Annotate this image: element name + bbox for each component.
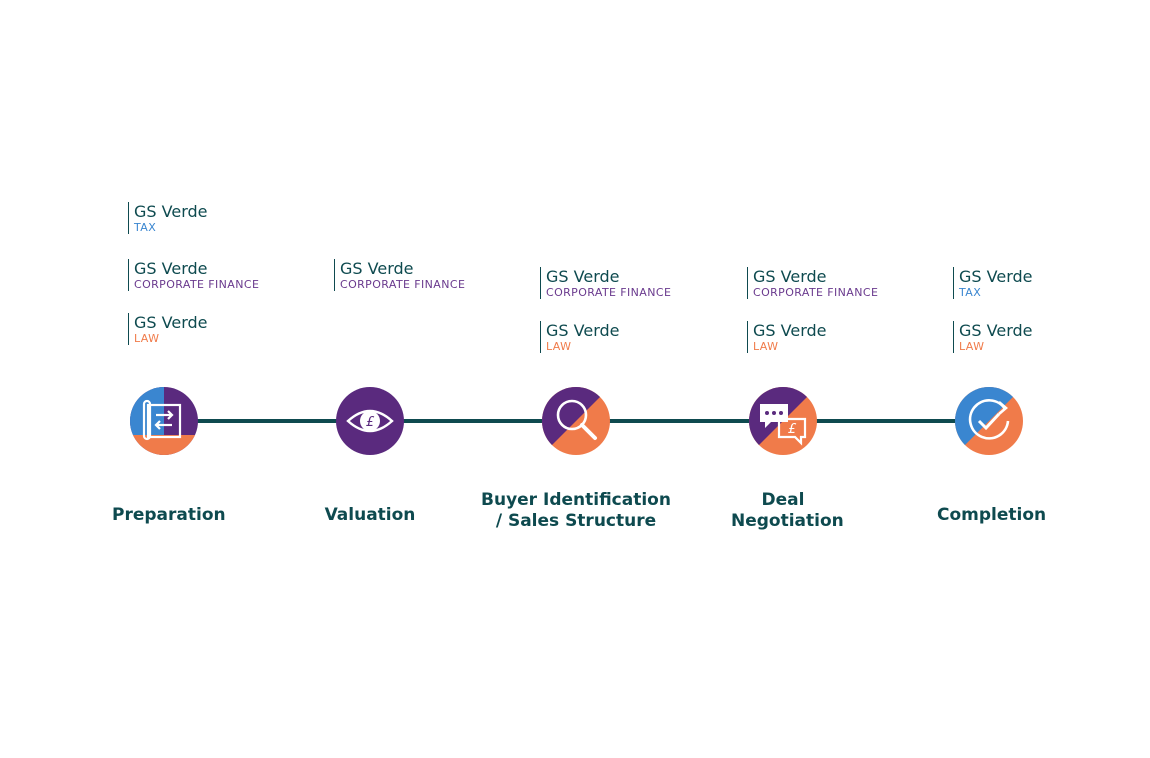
stage-label: Deal Negotiation bbox=[731, 490, 844, 532]
tag-division: CORPORATE FINANCE bbox=[753, 286, 879, 299]
svg-text:£: £ bbox=[788, 422, 797, 437]
stage-valuation: GS Verde CORPORATE FINANCE £ Valuation bbox=[318, 0, 538, 758]
stage-label: Preparation bbox=[112, 505, 226, 526]
stage-deal-negotiation: GS Verde CORPORATE FINANCE GS Verde LAW … bbox=[731, 0, 951, 758]
stage-label: Buyer Identification / Sales Structure bbox=[466, 490, 686, 532]
stage-label-line: Preparation bbox=[112, 505, 226, 525]
stage-preparation: GS Verde TAX GS Verde CORPORATE FINANCE … bbox=[112, 0, 332, 758]
tag-brand: GS Verde bbox=[340, 259, 414, 278]
chat-pound-icon: £ bbox=[749, 387, 817, 455]
tag-division: LAW bbox=[134, 332, 160, 345]
service-tag: GS Verde CORPORATE FINANCE bbox=[128, 259, 259, 291]
stage-label: Completion bbox=[937, 505, 1046, 526]
tag-division: LAW bbox=[753, 340, 779, 353]
stage-completion: GS Verde TAX GS Verde LAW Completion bbox=[937, 0, 1150, 758]
stage-label-line: Deal bbox=[761, 490, 805, 510]
service-tag: GS Verde LAW bbox=[540, 321, 619, 353]
tag-division: CORPORATE FINANCE bbox=[134, 278, 260, 291]
plan-transfer-icon bbox=[130, 387, 198, 455]
service-tag: GS Verde CORPORATE FINANCE bbox=[540, 267, 671, 299]
stage-label-line: / Sales Structure bbox=[495, 511, 657, 531]
service-tag: GS Verde LAW bbox=[747, 321, 826, 353]
stage-label: Valuation bbox=[318, 505, 422, 526]
service-tag: GS Verde LAW bbox=[128, 313, 207, 345]
tag-brand: GS Verde bbox=[134, 259, 208, 278]
stage-label-line: Negotiation bbox=[731, 511, 844, 531]
service-tag: GS Verde LAW bbox=[953, 321, 1032, 353]
tag-brand: GS Verde bbox=[753, 267, 827, 286]
svg-text:£: £ bbox=[366, 415, 375, 430]
stage-label-line: Valuation bbox=[324, 505, 416, 525]
eye-pound-icon: £ bbox=[336, 387, 404, 455]
service-tag: GS Verde TAX bbox=[953, 267, 1032, 299]
tag-brand: GS Verde bbox=[546, 321, 620, 340]
tag-brand: GS Verde bbox=[753, 321, 827, 340]
check-cycle-icon bbox=[955, 387, 1023, 455]
stage-buyer-identification: GS Verde CORPORATE FINANCE GS Verde LAW … bbox=[481, 0, 744, 758]
stage-label-line: Buyer Identification bbox=[481, 490, 671, 510]
tag-brand: GS Verde bbox=[959, 267, 1033, 286]
tag-brand: GS Verde bbox=[546, 267, 620, 286]
tag-brand: GS Verde bbox=[134, 313, 208, 332]
stage-label-line: Completion bbox=[937, 505, 1047, 525]
tag-division: CORPORATE FINANCE bbox=[546, 286, 672, 299]
magnifier-icon bbox=[542, 387, 610, 455]
tag-division: CORPORATE FINANCE bbox=[340, 278, 466, 291]
tag-division: TAX bbox=[959, 286, 982, 299]
service-tag: GS Verde CORPORATE FINANCE bbox=[747, 267, 878, 299]
tag-division: LAW bbox=[959, 340, 985, 353]
tag-brand: GS Verde bbox=[134, 202, 208, 221]
tag-brand: GS Verde bbox=[959, 321, 1033, 340]
tag-division: LAW bbox=[546, 340, 572, 353]
service-tag: GS Verde TAX bbox=[128, 202, 207, 234]
service-tag: GS Verde CORPORATE FINANCE bbox=[334, 259, 465, 291]
tag-division: TAX bbox=[134, 221, 157, 234]
